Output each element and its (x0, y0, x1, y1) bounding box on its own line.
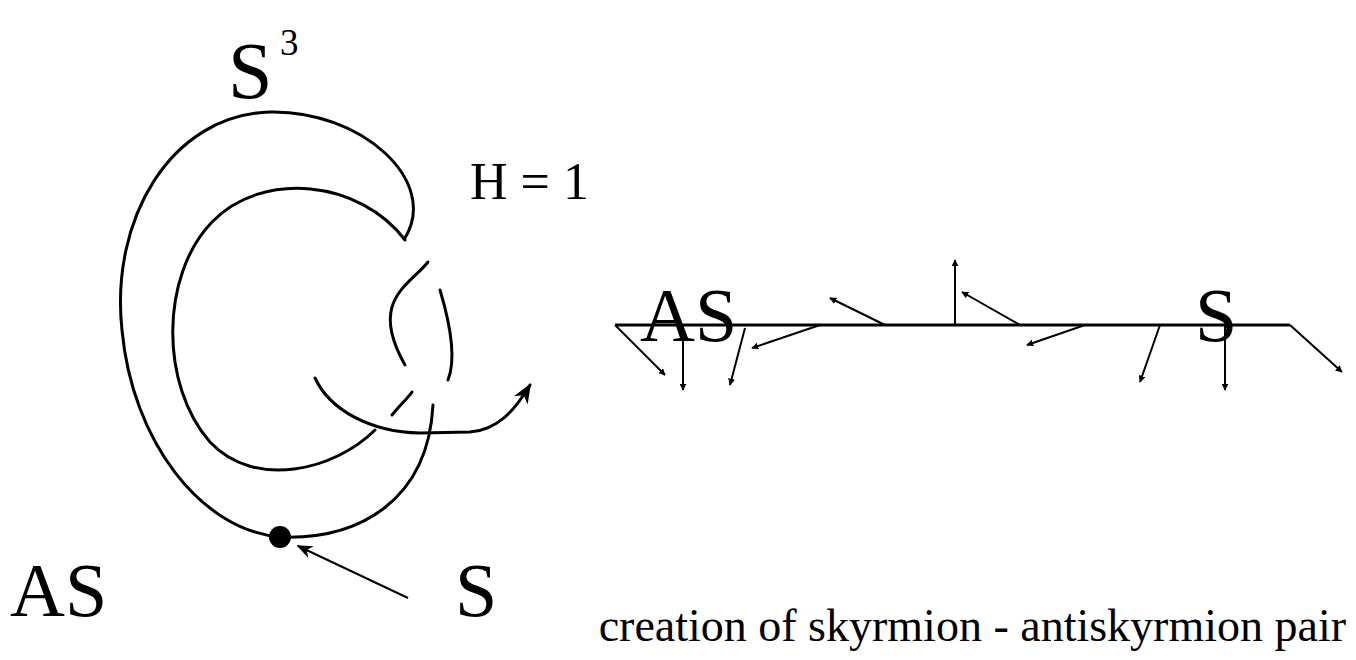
caption-note: creation of skyrmion - antiskyrmion pair (599, 603, 1346, 649)
spin-arrow (752, 325, 820, 348)
spin-arrow (830, 298, 885, 325)
inner-strand (173, 188, 405, 470)
antiskyrmion-label: AS (10, 552, 107, 628)
skyrmion-label: S (455, 552, 497, 628)
antiskyrmion-label: AS (640, 277, 737, 353)
spin-arrow (1027, 325, 1085, 345)
pair-creation-dot (269, 526, 291, 548)
spin-arrow (962, 292, 1020, 325)
outer-strand (120, 112, 433, 537)
inner-strand-end (392, 392, 412, 415)
spin-arrow (1140, 325, 1160, 382)
right-strand (440, 290, 452, 380)
superscript: 3 (280, 24, 299, 61)
spin-arrow (1290, 325, 1342, 372)
linked-curve (120, 112, 530, 537)
wiggle-strand (390, 262, 428, 365)
space-label: S (228, 31, 273, 111)
leader-arrow (298, 546, 408, 598)
skyrmion-label: S (1195, 277, 1237, 353)
spin-chain (615, 260, 1342, 390)
spin-arrow (954, 260, 956, 325)
flow-arrow (315, 378, 530, 433)
hopf-invariant: H = 1 (470, 156, 589, 208)
